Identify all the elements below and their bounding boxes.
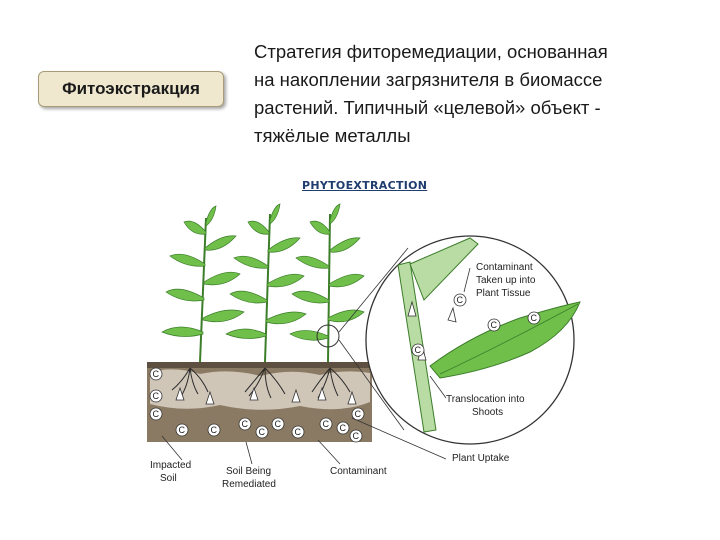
svg-text:C: C <box>242 419 249 429</box>
magnifier-connector <box>316 247 409 431</box>
svg-text:C: C <box>457 295 464 305</box>
svg-text:Shoots: Shoots <box>472 407 503 418</box>
svg-text:C: C <box>153 369 160 379</box>
contaminant-marker: C <box>291 425 305 439</box>
label-plant-uptake: Plant Uptake <box>452 453 510 464</box>
label-impacted-soil: Impacted Soil <box>150 460 191 484</box>
contaminant-marker: C <box>149 367 163 381</box>
svg-text:C: C <box>353 431 360 441</box>
contaminant-marker: C <box>319 417 333 431</box>
plant-right <box>289 203 365 363</box>
contaminant-marker: C <box>349 429 363 443</box>
label-contaminant: Contaminant <box>330 466 387 477</box>
label-soil-being-remediated: Soil Being Remediated <box>222 466 276 490</box>
definition-text: Стратегия фиторемедиации, основанная на … <box>254 38 694 150</box>
term-box: Фитоэкстракция <box>38 71 224 107</box>
contaminant-marker: C <box>149 389 163 403</box>
svg-text:C: C <box>415 345 422 355</box>
label-taken-up: Contaminant Taken up into Plant Tissue <box>476 262 536 299</box>
svg-text:C: C <box>275 419 282 429</box>
definition-line: на накоплении загрязнителя в биомассе <box>254 69 603 90</box>
contaminant-marker: C <box>238 417 252 431</box>
contaminant-marker: C <box>336 421 350 435</box>
svg-text:C: C <box>355 409 362 419</box>
contaminant-marker: C <box>255 425 269 439</box>
svg-text:C: C <box>153 391 160 401</box>
svg-text:C: C <box>340 423 347 433</box>
label-translocation: Translocation into Shoots <box>446 394 525 418</box>
svg-text:C: C <box>179 425 186 435</box>
term-label: Фитоэкстракция <box>62 79 200 98</box>
svg-text:C: C <box>153 409 160 419</box>
contaminant-marker: C <box>453 293 467 307</box>
contaminant-marker: C <box>527 311 541 325</box>
figure-title: PHYTOEXTRACTION <box>302 179 428 192</box>
definition-line: Стратегия фиторемедиации, основанная <box>254 41 608 62</box>
contaminant-marker: C <box>351 407 365 421</box>
svg-text:Impacted: Impacted <box>150 460 191 471</box>
contaminant-marker: C <box>271 417 285 431</box>
soil-contaminant-markers: C C C C C C C C C C C C C <box>149 367 365 443</box>
svg-text:Plant Tissue: Plant Tissue <box>476 288 531 299</box>
contaminant-marker: C <box>411 343 425 357</box>
svg-text:Soil Being: Soil Being <box>226 466 271 477</box>
contaminant-marker: C <box>149 407 163 421</box>
magnified-view: C C C C <box>365 235 581 445</box>
plant-roots <box>171 367 351 399</box>
svg-text:C: C <box>491 320 498 330</box>
contaminant-marker: C <box>207 423 221 437</box>
svg-text:C: C <box>211 425 218 435</box>
svg-text:C: C <box>259 427 266 437</box>
svg-text:C: C <box>295 427 302 437</box>
svg-text:Contaminant: Contaminant <box>476 262 533 273</box>
contaminant-marker: C <box>487 318 501 332</box>
plant-middle <box>225 203 307 363</box>
contaminant-marker: C <box>175 423 189 437</box>
uptake-arrows <box>175 386 357 405</box>
callout-lines <box>161 267 471 465</box>
svg-text:C: C <box>323 419 330 429</box>
definition-line: тяжёлые металлы <box>254 125 411 146</box>
svg-text:C: C <box>531 313 538 323</box>
svg-text:Remediated: Remediated <box>222 479 276 490</box>
svg-text:Soil: Soil <box>160 473 177 484</box>
plant-left <box>161 205 245 363</box>
svg-text:Taken up into: Taken up into <box>476 275 536 286</box>
definition-line: растений. Типичный «целевой» объект - <box>254 97 601 118</box>
svg-text:Translocation into: Translocation into <box>446 394 525 405</box>
